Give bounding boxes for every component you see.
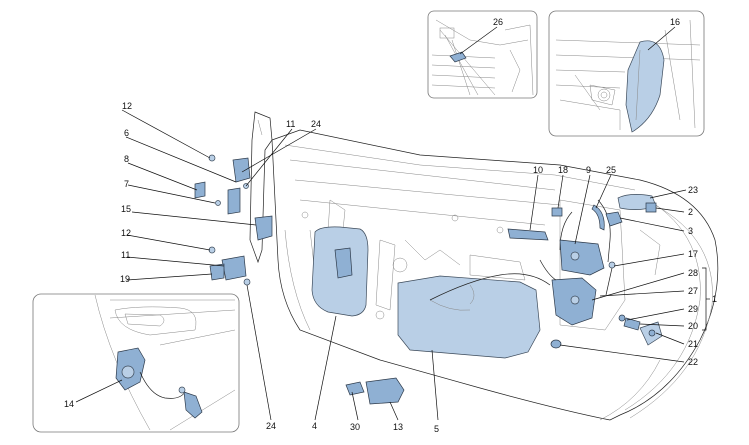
- label-13: 13: [393, 422, 403, 432]
- part-26: [591, 204, 605, 231]
- label-10: 10: [533, 165, 543, 175]
- label-30: 30: [350, 422, 360, 432]
- label-22: 23: [688, 185, 698, 195]
- label-17: 17: [688, 249, 698, 259]
- part-hinge-lower: [208, 246, 251, 286]
- part-2: [645, 202, 657, 213]
- leader-lines: [75, 26, 710, 421]
- part-5: [397, 275, 541, 359]
- label-2: 2: [688, 207, 693, 217]
- part-17: [605, 261, 616, 296]
- label-11b: 11: [121, 250, 130, 260]
- label-5: 5: [434, 424, 439, 434]
- label-23: 22: [688, 357, 698, 367]
- label-3: 3: [688, 226, 693, 236]
- label-4: 4: [312, 421, 317, 431]
- part-13: [365, 377, 405, 405]
- part-30: [345, 381, 365, 396]
- label-26: 25: [606, 165, 616, 175]
- label-12a: 12: [122, 101, 132, 111]
- label-25: 26: [493, 17, 503, 27]
- part-cable-rod: [429, 259, 557, 301]
- hinge-pillar: [249, 111, 273, 264]
- part-3: [605, 211, 623, 227]
- label-20: 20: [688, 321, 698, 331]
- label-27: 27: [688, 286, 698, 296]
- label-16: 16: [670, 17, 680, 27]
- part-4: [311, 226, 369, 317]
- part-latch-bracket: [559, 239, 605, 276]
- label-7: 7: [124, 179, 129, 189]
- part-16: [625, 40, 665, 133]
- label-12b: 12: [121, 228, 131, 238]
- label-1: 1: [712, 294, 717, 304]
- label-21: 21: [688, 339, 698, 349]
- inset-14: [32, 293, 240, 433]
- inset-25-frame: [427, 10, 538, 99]
- inset-16: [548, 10, 705, 137]
- label-11a: 11: [286, 119, 295, 129]
- callout-labels: 12 6 8 7 15 12 11 19 11 24 24 4 30 13 5 …: [64, 17, 717, 434]
- part-28-lock: [551, 277, 597, 326]
- label-15: 15: [121, 204, 131, 214]
- label-18: 18: [558, 165, 568, 175]
- inset-14-sketch: [94, 294, 236, 431]
- part-hinge-upper: [194, 154, 251, 215]
- label-24a: 24: [311, 119, 321, 129]
- inset-16-sketch: [555, 19, 701, 130]
- label-19: 19: [120, 274, 130, 284]
- part-23: [550, 339, 562, 349]
- door-outer-panel: [271, 129, 719, 421]
- part-21: [639, 321, 663, 346]
- label-6: 6: [124, 128, 129, 138]
- label-14: 14: [64, 399, 74, 409]
- part-18: [551, 207, 563, 217]
- part-10: [507, 228, 549, 241]
- part-20-29: [618, 314, 641, 331]
- inset-16-frame: [548, 10, 705, 137]
- part-25: [449, 51, 467, 63]
- label-9: 9: [586, 165, 591, 175]
- door-assembly: [249, 111, 719, 421]
- label-24b: 24: [266, 421, 276, 431]
- part-15: [254, 215, 273, 241]
- inset-25: [427, 10, 538, 99]
- label-8: 8: [124, 154, 129, 164]
- label-29: 29: [688, 304, 698, 314]
- label-28: 28: [688, 268, 698, 278]
- part-14: [115, 347, 203, 419]
